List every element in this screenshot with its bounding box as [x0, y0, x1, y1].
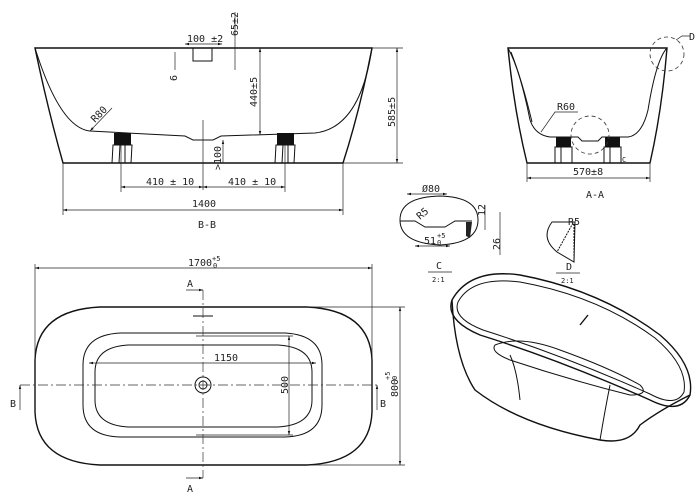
top-outer-rim	[34, 306, 373, 466]
detail-c-width: 51	[424, 236, 436, 247]
dim-overflow-depth: 65±2	[230, 12, 241, 36]
aa-wall-line	[510, 51, 533, 123]
detail-c-marker: C	[622, 156, 626, 164]
detail-d-callout-circle	[649, 36, 685, 72]
bb-foot-left	[111, 144, 133, 164]
dim-total-height: 585±5	[387, 97, 398, 127]
detail-c-hatch	[466, 222, 472, 238]
detail-c-drain-profile	[400, 220, 472, 228]
detail-c-scale: 2:1	[432, 276, 445, 284]
dim-length-tol-upper: +5	[212, 255, 220, 263]
dim-drain-clearance: >100	[213, 146, 224, 170]
detail-c-view: Ø80 R5 12 26 51 +5 0 C 2:1	[399, 183, 503, 284]
iso-overflow	[579, 314, 589, 326]
dim-base-width: 570±8	[573, 167, 603, 178]
section-b-left-label: B	[10, 399, 16, 410]
section-aa-title: A-A	[586, 190, 604, 201]
section-aa-view: C D R60 570±8 A-A	[507, 32, 695, 201]
dim-line-r80	[89, 107, 113, 132]
iso-seam	[509, 354, 521, 401]
bb-outer-shell	[34, 47, 373, 164]
dim-width: 800	[390, 379, 401, 397]
detail-c-title: C	[436, 261, 442, 272]
iso-floor	[493, 340, 644, 396]
detail-d-title: D	[566, 262, 572, 273]
detail-c-radius: R5	[415, 206, 431, 222]
top-view: A A B B 1700 +5 0 800 +5 0 1150 500	[10, 255, 405, 495]
aa-foot-right-pad	[605, 137, 620, 147]
detail-d-leader	[675, 35, 690, 41]
dim-width-tol-upper: +5	[384, 372, 392, 380]
dim-base-length: 1400	[192, 199, 216, 210]
section-bb-title: B-B	[198, 220, 216, 231]
aa-foot-left-pad	[556, 137, 571, 147]
top-inner-rim	[82, 332, 323, 438]
detail-d-radius: R5	[568, 217, 580, 228]
aa-foot-left	[554, 146, 573, 164]
aa-inner-shell	[507, 47, 668, 142]
section-a-top-label: A	[187, 279, 193, 290]
detail-c-outline	[399, 195, 479, 246]
dim-overflow-offset: 6	[169, 75, 180, 81]
isometric-view	[450, 273, 692, 442]
detail-c-callout-circle	[570, 115, 610, 155]
section-b-right-label: B	[380, 399, 386, 410]
iso-seam	[599, 384, 611, 441]
dim-inner-length: 1150	[214, 353, 238, 364]
aa-foot-right	[603, 146, 622, 164]
detail-d-wall	[556, 222, 574, 253]
dim-foot-left: 410 ± 10	[146, 177, 194, 188]
bb-foot-right	[274, 144, 296, 164]
iso-rim-inner	[456, 280, 685, 401]
detail-d-view: R5 D 2:1	[546, 217, 580, 285]
bb-overflow	[192, 48, 213, 62]
section-a-bottom-label: A	[187, 484, 193, 495]
detail-d-marker: D	[689, 32, 695, 43]
dim-overflow-width: 100 ±2	[187, 34, 223, 45]
bb-inner-shell	[34, 47, 373, 141]
dim-radius-r80: R80	[89, 105, 110, 126]
dim-radius-r60: R60	[557, 102, 575, 113]
bb-foot-right-pad	[277, 133, 294, 145]
dim-length: 1700	[188, 258, 212, 269]
iso-outer-body	[451, 299, 691, 442]
aa-outer-shell	[507, 47, 668, 164]
detail-c-width-tol-lower: 0	[437, 239, 441, 247]
dim-length-tol-lower: 0	[213, 262, 217, 270]
bb-foot-left-pad	[114, 133, 131, 145]
iso-rim-outer	[450, 273, 692, 408]
detail-c-height-12: 12	[477, 204, 488, 216]
r60-leader	[540, 111, 578, 133]
dim-inner-width: 500	[280, 376, 291, 394]
dim-foot-right: 410 ± 10	[228, 177, 276, 188]
detail-c-diameter: Ø80	[422, 183, 440, 195]
detail-d-scale: 2:1	[561, 277, 574, 285]
dim-inner-depth: 440±5	[249, 77, 260, 107]
detail-c-width-tol-upper: +5	[437, 232, 445, 240]
detail-c-height-26: 26	[492, 238, 503, 250]
dim-width-tol-lower: 0	[391, 376, 399, 380]
section-bb-view: 100 ±2 65±2 6 R80 440±5 585±5 >100 410 ±…	[34, 12, 403, 231]
detail-d-outline	[546, 221, 576, 263]
